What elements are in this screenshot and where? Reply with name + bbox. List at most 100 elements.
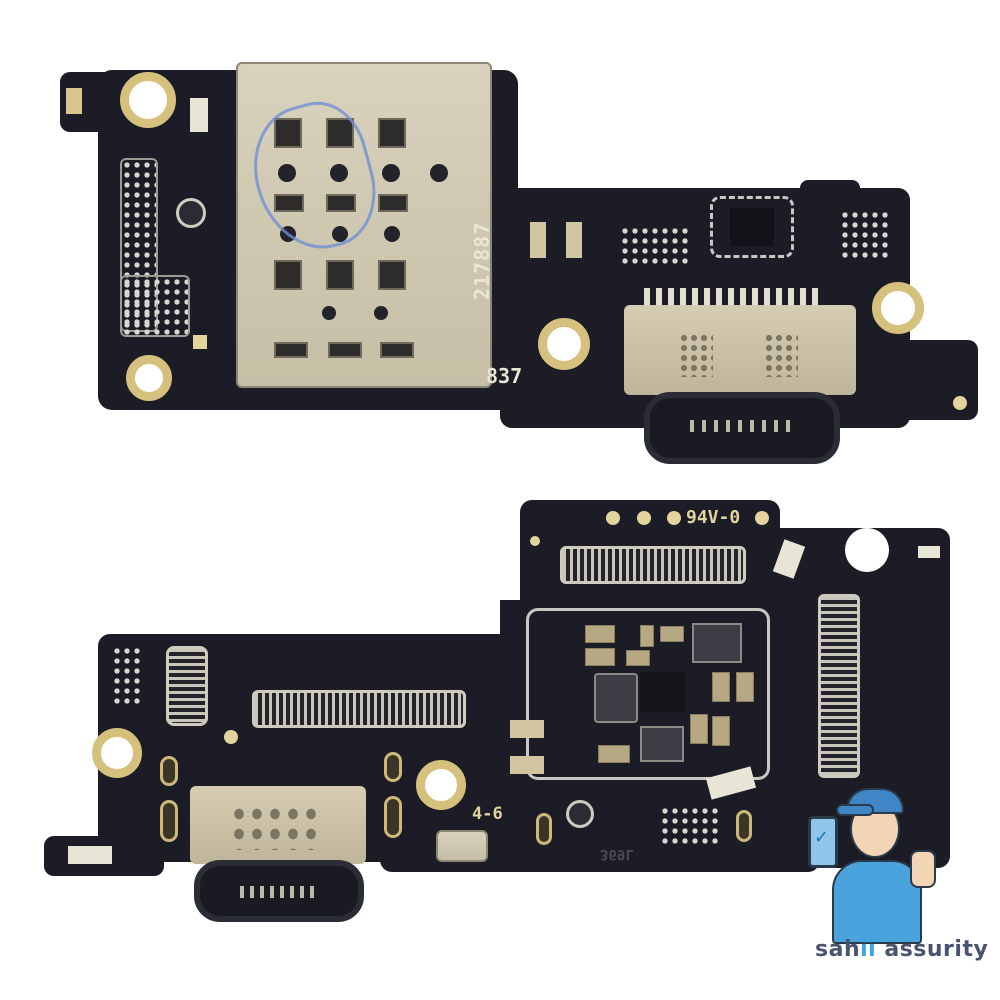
mount-hole-plain [845,528,889,572]
capacitor [712,716,730,746]
oval-solder-pad [536,813,552,845]
shell-dots [679,333,713,377]
mascot-technician: ✓ [806,780,936,944]
sim-contact [326,260,354,290]
oval-solder-pad [160,756,178,786]
component-dots [660,806,720,846]
crystal-oscillator [436,830,488,862]
sim-contact [378,194,408,212]
silkscreen-rating: 94V-0 [686,507,741,528]
solder-pad [510,720,544,738]
gold-square-pad [193,335,207,349]
antenna-coax-connector [176,198,206,228]
usb-c-port-shell [190,786,366,864]
sim-hole [330,164,348,182]
oval-solder-pad [736,810,752,842]
gold-dot [530,536,540,546]
board-to-board-connector [560,546,746,584]
capacitor [660,626,684,642]
component-dots [620,226,690,266]
solder-pad [566,222,582,258]
mascot-cap-brim [836,804,874,816]
component-dots [112,646,142,706]
oval-solder-pad [384,796,402,838]
sensor-chip [730,208,774,246]
usb-c-port-shell [624,305,856,395]
component-dots [840,210,890,260]
silkscreen-serial-bottom: 837 [486,364,523,388]
sim-contact [380,342,414,358]
sim-hole [278,164,296,182]
sim-hole [280,226,296,242]
silkscreen-serial-vertical: 217887 [470,221,494,300]
silkscreen-faint-text: 369L [600,846,634,862]
mascot-shirt [832,860,922,944]
inductor [692,623,742,663]
gold-dot [606,511,620,525]
mascot-phone: ✓ [808,816,838,868]
sim-contact [274,194,304,212]
sim-card-tray [236,62,492,388]
shell-dots [764,333,798,377]
capacitor [598,745,630,763]
usb-c-port-opening [644,392,840,464]
gold-dot [953,396,967,410]
vertical-flex-connector [818,594,860,778]
sim-hole [430,164,448,182]
mount-hole [120,72,176,128]
oval-solder-pad [384,752,402,782]
sim-hole [332,226,348,242]
mount-hole [126,355,172,401]
sim-hole [384,226,400,242]
pmic-chip [640,672,686,712]
solder-pad [66,88,82,114]
antenna-coax-connector [566,800,594,828]
inductor [640,726,684,762]
top-board-bump [800,180,860,210]
shell-dots [230,804,320,850]
inductor [594,673,638,723]
solder-pad [510,756,544,774]
sensor-chip-outline [710,196,794,258]
solder-pad [530,222,546,258]
mount-hole [416,760,466,810]
usbc-pin-row [644,288,824,308]
brand-name-highlight: ii [860,937,877,962]
capacitor [690,714,708,744]
capacitor [640,625,654,647]
flex-pad-grid [120,275,190,337]
capacitor [585,648,615,666]
gold-dot [755,511,769,525]
solder-pad [918,546,940,558]
gold-dot [224,730,238,744]
gold-dot [667,511,681,525]
oval-solder-pad [160,800,178,842]
sim-hole [382,164,400,182]
mount-hole [538,318,590,370]
sim-contact [378,118,406,148]
brand-name-part2: assurity [876,937,989,962]
sim-contact [378,260,406,290]
sim-hole [374,306,388,320]
solder-pad [68,846,112,864]
capacitor [712,672,730,702]
sim-contact [274,118,302,148]
brand-name: sahii assurity [815,937,988,962]
board-to-board-connector-long [252,690,466,728]
capacitor [736,672,754,702]
capacitor [585,625,615,643]
sim-contact [328,342,362,358]
usbc-inner-pins [240,886,320,898]
blue-pen-mark [239,91,389,263]
capacitor [626,650,650,666]
sim-hole [322,306,336,320]
usb-c-port-opening [194,860,364,922]
mount-hole [872,282,924,334]
sim-contact [326,118,354,148]
silkscreen-label: 4-6 [472,804,503,824]
gold-dot [637,511,651,525]
mount-hole [92,728,142,778]
mascot-thumbs-up-hand [910,850,936,888]
usbc-inner-pins [690,420,790,432]
power-shield-outline [526,608,770,780]
